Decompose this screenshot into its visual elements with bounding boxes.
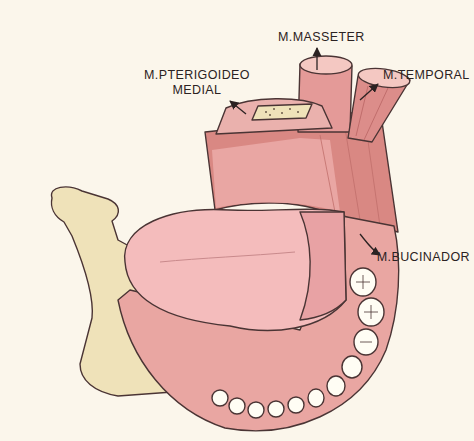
pterygoid-muscle <box>216 99 332 134</box>
tooth-grooves <box>356 275 378 342</box>
teeth <box>212 268 384 418</box>
tongue-midline <box>160 252 295 262</box>
bone-dots <box>265 108 299 116</box>
pterygoid-bone <box>252 104 312 120</box>
buccinator-inner <box>212 138 340 212</box>
muscle-label: M.TEMPORAL <box>383 68 470 83</box>
muscle-label: M.BUCINADOR <box>377 250 470 265</box>
masseter-cut <box>300 56 352 74</box>
muscle-label: M.PTERIGOIDEO MEDIAL <box>132 68 262 98</box>
muscle-label: M.MASSETER <box>278 30 365 45</box>
tongue-back <box>300 212 346 320</box>
tongue <box>125 209 346 330</box>
temporal-fibres <box>356 86 388 140</box>
leader-arrows <box>230 48 380 255</box>
